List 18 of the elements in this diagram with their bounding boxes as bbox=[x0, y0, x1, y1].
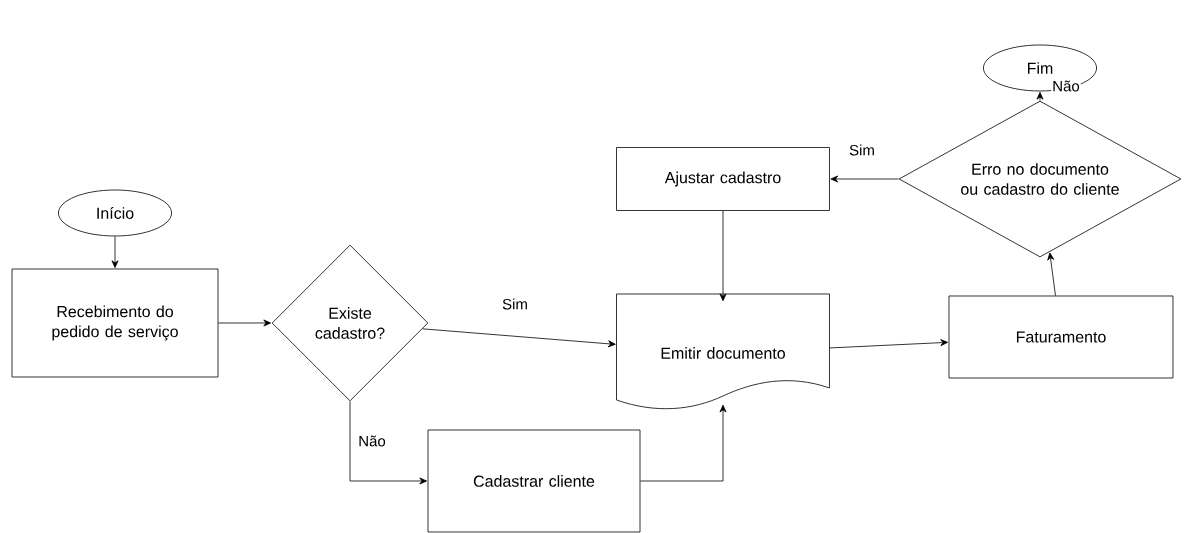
arrow bbox=[218, 319, 271, 327]
process-box: Cadastrar cliente bbox=[427, 429, 641, 533]
edge-label: Não bbox=[357, 434, 387, 448]
edge-label: Sim bbox=[848, 143, 876, 157]
edge-label: Sim bbox=[501, 297, 529, 311]
arrow bbox=[829, 339, 948, 349]
arrow bbox=[830, 175, 899, 183]
process-box: Faturamento bbox=[948, 295, 1174, 379]
arrow bbox=[1036, 92, 1044, 101]
arrow bbox=[111, 236, 119, 268]
arrow bbox=[422, 328, 616, 348]
arrow bbox=[1047, 252, 1056, 296]
process-box: Ajustar cadastro bbox=[616, 147, 830, 211]
arrow bbox=[640, 404, 727, 482]
process-box: Recebimento do pedido de serviço bbox=[11, 268, 219, 378]
arrow bbox=[349, 401, 427, 485]
arrow bbox=[719, 210, 727, 302]
edge-label: Não bbox=[1051, 79, 1081, 93]
